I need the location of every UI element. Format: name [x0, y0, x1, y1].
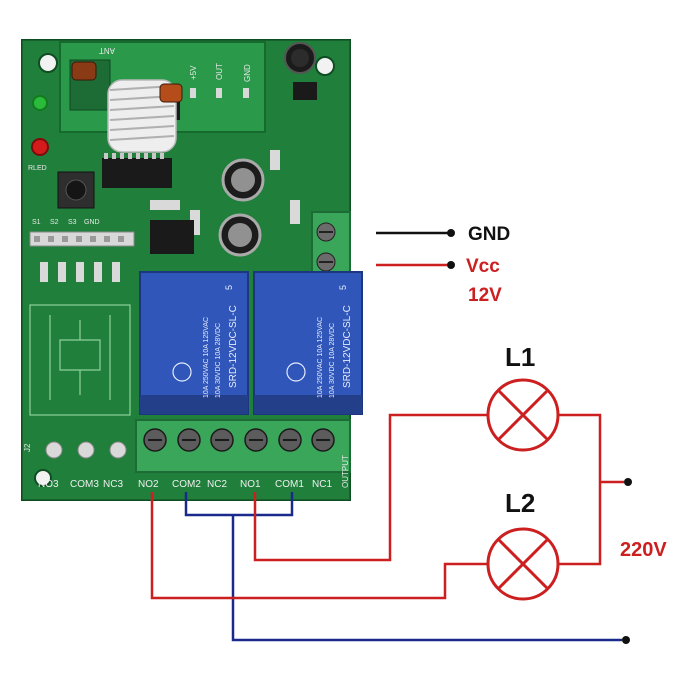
silk-s1: S1	[32, 219, 41, 226]
220v-label: 220V	[620, 539, 667, 561]
relay-module-board: ANT +5V OUT GND RLED	[21, 39, 363, 501]
silk-5v: +5V	[189, 65, 198, 80]
mounting-hole	[34, 469, 52, 487]
inductor	[71, 61, 97, 81]
terminal-label-nc2: NC2	[207, 479, 227, 490]
mounting-hole	[315, 56, 335, 76]
capacitor	[284, 42, 316, 74]
output-terminal-block: OUTPUT	[135, 419, 351, 488]
relay-2-rating2: 10A 30VDC 10A 28VDC	[329, 323, 336, 398]
silk-s2: S2	[50, 219, 59, 226]
no2-to-l2-wire	[150, 492, 488, 600]
learn-push-button	[57, 171, 95, 209]
terminal-label-nc1: NC1	[312, 479, 332, 490]
silk-output: OUTPUT	[341, 455, 350, 488]
relay-1-model: SRD-12VDC-SL-C	[228, 305, 239, 388]
live-bus-wire	[558, 413, 624, 566]
relay-2-num: 5	[338, 285, 348, 290]
relay-1: SRD-12VDC-SL-C 10A 250VAC 10A 125VAC 10A…	[139, 271, 249, 415]
terminal-label-no2: NO2	[138, 479, 159, 490]
antenna-coil	[107, 79, 177, 153]
decoder-ic	[102, 158, 172, 188]
silk-out: OUT	[215, 63, 224, 80]
relay-2-rating1: 10A 250VAC 10A 125VAC	[317, 317, 324, 398]
live-terminal-dot	[624, 478, 632, 486]
silk-s3: S3	[68, 219, 77, 226]
transistor	[293, 82, 317, 100]
vcc-terminal-dot	[447, 261, 455, 269]
silk-gnd: GND	[243, 64, 252, 82]
terminal-label-com3: COM3	[70, 479, 99, 490]
green-led	[32, 95, 48, 111]
relay-2: SRD-12VDC-SL-C 10A 250VAC 10A 125VAC 10A…	[253, 271, 363, 415]
silk-ant: ANT	[99, 46, 115, 55]
relay-1-rating2: 10A 30VDC 10A 28VDC	[215, 323, 222, 398]
lamp-l2	[486, 527, 560, 601]
gnd-label: GND	[468, 224, 510, 245]
unpopulated-terminal	[45, 441, 127, 459]
red-led	[31, 138, 49, 156]
gnd-terminal-dot	[447, 229, 455, 237]
vcc-label: Vcc	[466, 256, 500, 277]
terminal-label-no1: NO1	[240, 479, 261, 490]
terminal-label-com1: COM1	[275, 479, 304, 490]
terminal-label-com2: COM2	[172, 479, 201, 490]
silk-j2: J2	[23, 443, 32, 452]
relay-1-num: 5	[224, 285, 234, 290]
no1-to-l1-wire	[253, 413, 488, 562]
l2-label: L2	[505, 488, 535, 518]
l1-label: L1	[505, 342, 535, 372]
relay-2-model: SRD-12VDC-SL-C	[342, 305, 353, 388]
neutral-terminal-dot	[622, 636, 630, 644]
common-wire	[184, 492, 622, 642]
terminal-label-no3: NO3	[38, 479, 59, 490]
terminal-label-nc3: NC3	[103, 479, 123, 490]
capacitor	[218, 213, 262, 257]
relay-1-rating1: 10A 250VAC 10A 125VAC	[203, 317, 210, 398]
capacitor	[221, 158, 265, 202]
regulator-ic	[150, 220, 194, 254]
silk-rled: RLED	[28, 165, 47, 172]
relay-silkscreen	[29, 304, 131, 416]
power-terminal-block	[311, 211, 351, 277]
mounting-hole	[38, 53, 58, 73]
silk-gnd-pin: GND	[84, 219, 100, 226]
lamp-l1	[486, 378, 560, 452]
12v-label: 12V	[468, 285, 502, 306]
